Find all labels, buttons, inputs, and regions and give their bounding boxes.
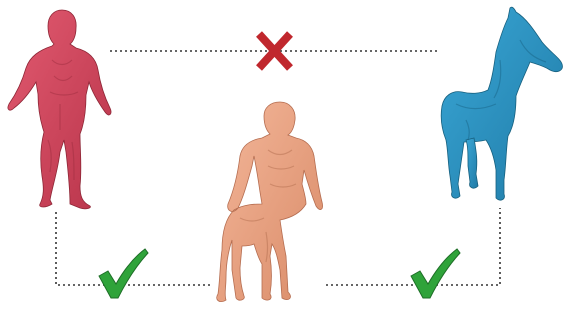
centaur-shape	[217, 102, 323, 302]
check-icon	[99, 249, 148, 298]
connector-centaur-horse	[326, 208, 500, 285]
human-shape	[8, 10, 111, 209]
horse-shape	[441, 7, 562, 200]
check-icon	[411, 249, 460, 298]
connector-human-centaur	[56, 212, 210, 285]
